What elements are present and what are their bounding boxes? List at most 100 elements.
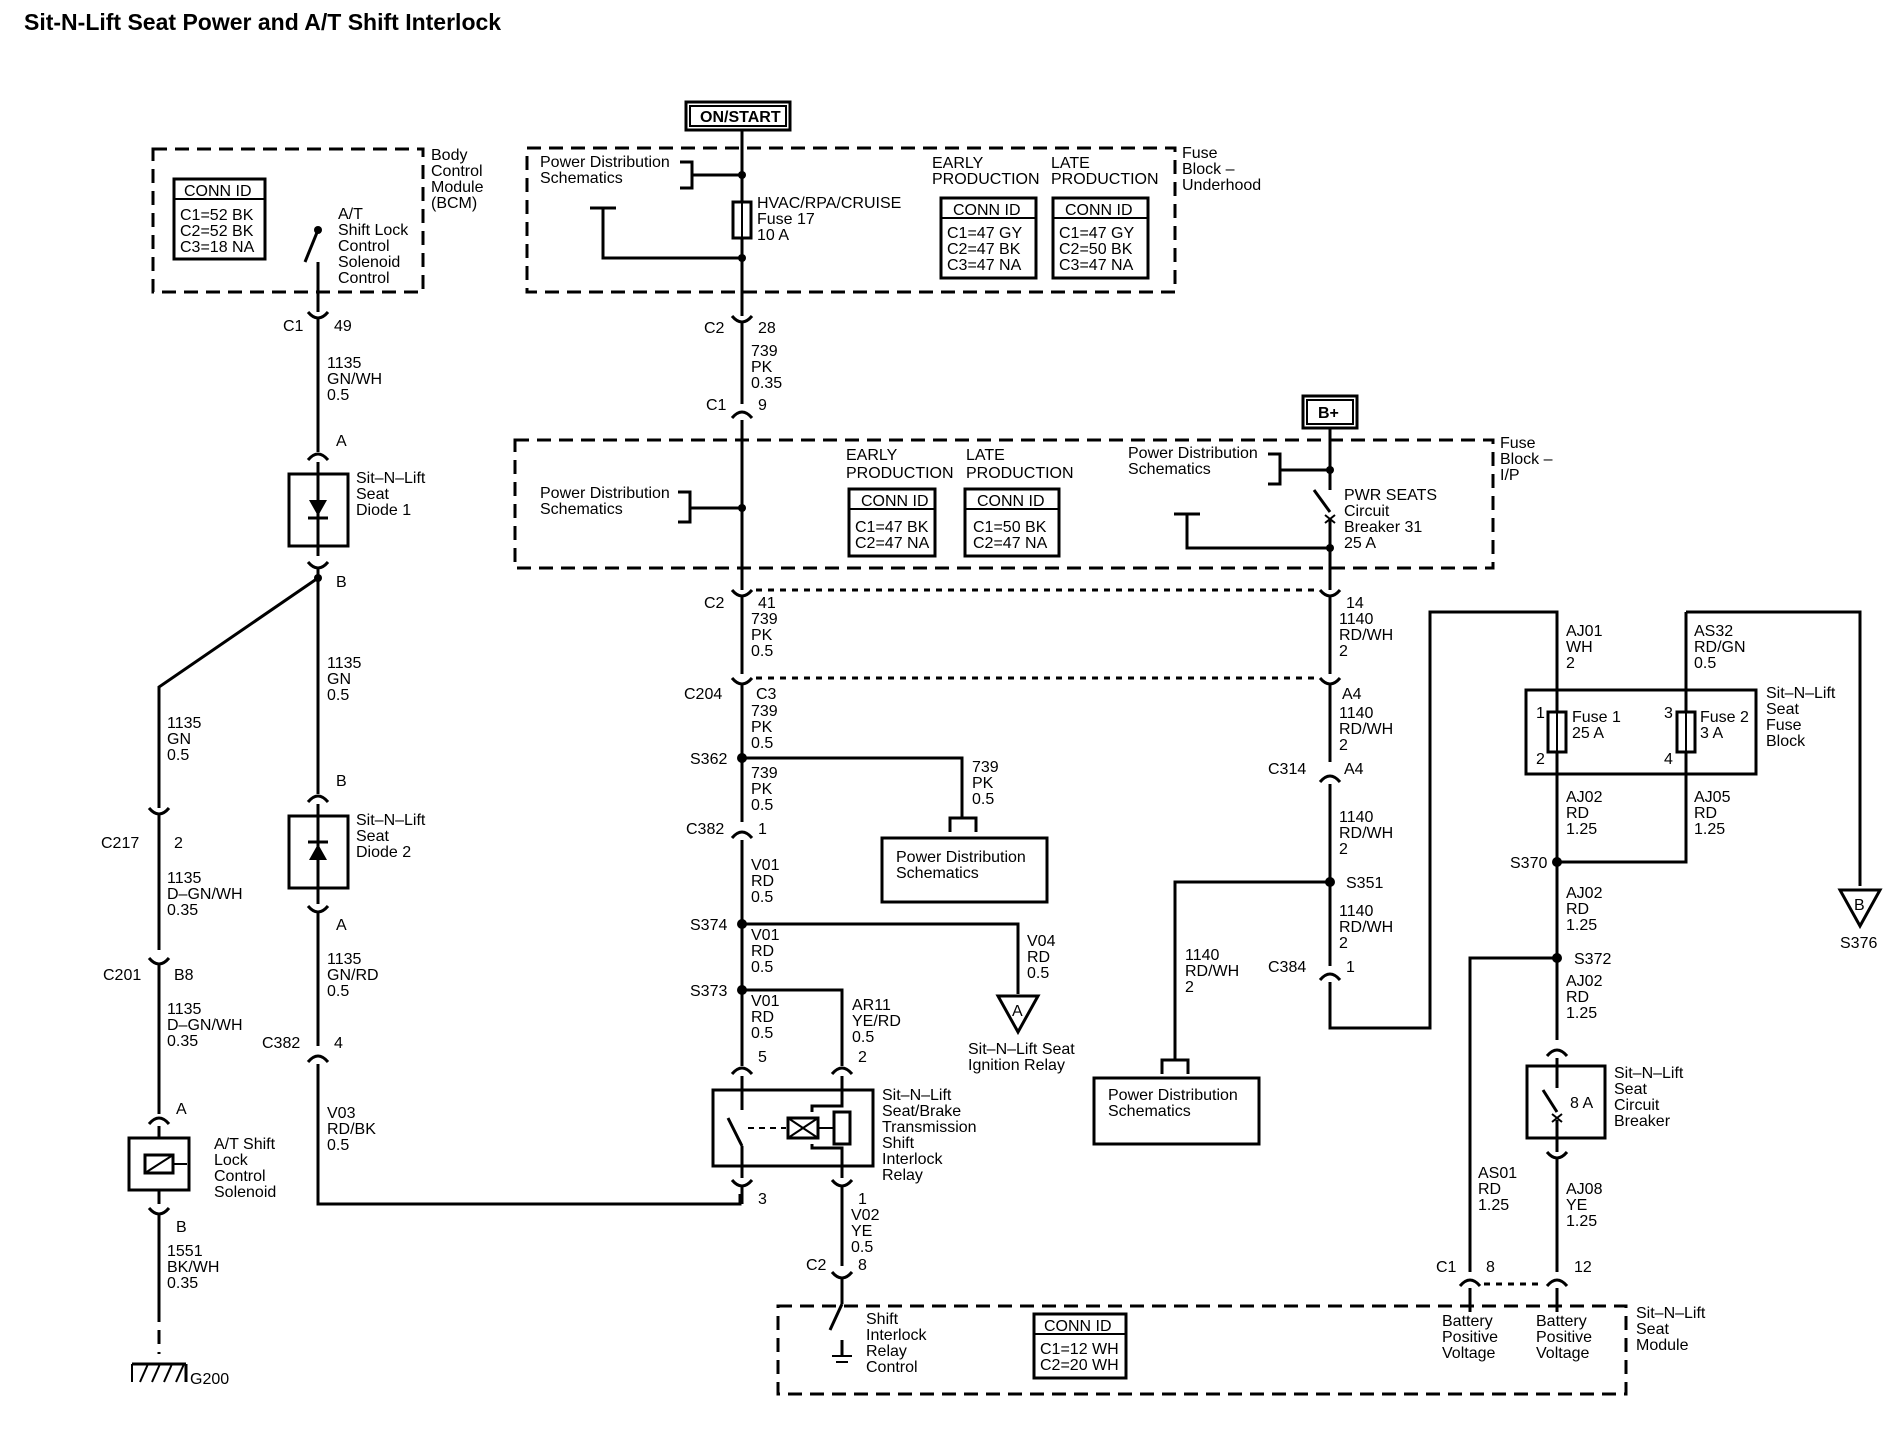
svg-text:C1=50 BK: C1=50 BK <box>973 519 1047 536</box>
svg-text:AJ01: AJ01 <box>1566 623 1603 640</box>
battery-positive-voltage-2: Battery Positive Voltage <box>1536 1313 1592 1362</box>
c204-label: C204 <box>684 686 722 703</box>
svg-text:Seat: Seat <box>1614 1081 1647 1098</box>
svg-text:PK: PK <box>751 627 773 644</box>
wire-aj01-label: AJ01 WH 2 <box>1566 623 1603 672</box>
svg-text:C2=50 BK: C2=50 BK <box>1059 241 1133 258</box>
bcm-outline <box>151 147 425 294</box>
svg-text:PK: PK <box>751 719 773 736</box>
svg-text:Shift: Shift <box>882 1135 915 1152</box>
svg-text:C3=47 NA: C3=47 NA <box>947 257 1022 274</box>
c2-underhood-label: C2 <box>704 320 725 337</box>
s372-label: S372 <box>1574 951 1611 968</box>
svg-text:RD/WH: RD/WH <box>1339 721 1393 738</box>
svg-text:RD/WH: RD/WH <box>1339 919 1393 936</box>
svg-text:AJ08: AJ08 <box>1566 1181 1603 1198</box>
c384-connector <box>1318 972 1342 982</box>
seat-cb-connector-in <box>1545 1048 1569 1058</box>
underhood-pds-label: Power Distribution Schematics <box>540 154 670 187</box>
svg-text:739: 739 <box>972 759 999 776</box>
ignition-relay-ref-letter: A <box>1012 1003 1023 1020</box>
s351-label: S351 <box>1346 875 1383 892</box>
svg-text:10 A: 10 A <box>757 227 789 244</box>
svg-text:1135: 1135 <box>167 715 202 732</box>
svg-text:Shift Lock: Shift Lock <box>338 222 409 239</box>
svg-text:1551: 1551 <box>167 1243 203 1260</box>
interlock-relay-label: Sit–N–Lift Seat/Brake Transmission Shift… <box>882 1087 977 1184</box>
svg-text:0.5: 0.5 <box>327 387 349 404</box>
svg-text:2: 2 <box>1566 655 1575 672</box>
svg-text:PRODUCTION: PRODUCTION <box>846 465 954 482</box>
fuse-block-underhood-name: Fuse Block – Underhood <box>1182 145 1261 194</box>
ip-pds-left-bracket <box>678 490 742 524</box>
seat-fuse-1-label: Fuse 1 25 A <box>1572 709 1621 742</box>
svg-text:Solenoid: Solenoid <box>214 1184 276 1201</box>
wire-aj05-label: AJ05 RD 1.25 <box>1694 789 1731 838</box>
ip-pds-right-tap <box>1174 512 1330 550</box>
c314-label: C314 <box>1268 761 1306 778</box>
ignition-relay-ref-triangle <box>995 994 1041 1036</box>
svg-text:1140: 1140 <box>1339 611 1374 628</box>
svg-text:25 A: 25 A <box>1572 725 1604 742</box>
relay-connector-3 <box>730 1178 754 1188</box>
c2-underhood-pin: 28 <box>758 320 776 337</box>
bcm-switch-symbol <box>303 226 322 312</box>
svg-text:PRODUCTION: PRODUCTION <box>1051 171 1159 188</box>
svg-text:V03: V03 <box>327 1105 356 1122</box>
svg-text:1.25: 1.25 <box>1566 1005 1597 1022</box>
fuse-block-ip-outline <box>513 438 1495 570</box>
c2-underhood-connector <box>730 314 754 324</box>
svg-text:3 A: 3 A <box>1700 725 1723 742</box>
svg-text:Lock: Lock <box>214 1152 249 1169</box>
wire-1135-dgnwh-a-label: 1135 D–GN/WH 0.35 <box>167 870 243 919</box>
diode2-connector-a <box>306 904 330 914</box>
svg-text:Positive: Positive <box>1536 1329 1592 1346</box>
seat-diode-1 <box>287 462 350 556</box>
svg-text:EARLY: EARLY <box>846 447 898 464</box>
c204-pin: C3 <box>756 686 777 703</box>
svg-text:V04: V04 <box>1027 933 1056 950</box>
svg-text:25 A: 25 A <box>1344 535 1376 552</box>
seat-cb-rating: 8 A <box>1570 1095 1593 1112</box>
seat-fuse-block-name: Sit–N–Lift Seat Fuse Block <box>1766 685 1836 750</box>
svg-text:C2=20 WH: C2=20 WH <box>1040 1357 1119 1374</box>
svg-text:Control: Control <box>214 1168 266 1185</box>
svg-text:Sit–N–Lift: Sit–N–Lift <box>1766 685 1836 702</box>
underhood-pds-tap <box>590 206 742 260</box>
c2-ip-pin-right: 14 <box>1346 595 1364 612</box>
c382-center-connector <box>730 830 754 840</box>
c382-left-label: C382 <box>262 1035 300 1052</box>
wire-aj01-route <box>1328 610 1559 1030</box>
wire-739-c-label: 739 PK 0.5 <box>751 703 778 752</box>
svg-text:C2=47 NA: C2=47 NA <box>855 535 930 552</box>
s374-label: S374 <box>690 917 727 934</box>
c217-label: C217 <box>101 835 139 852</box>
relay-connector-2 <box>830 1066 854 1076</box>
svg-text:RD: RD <box>1566 805 1589 822</box>
svg-text:CONN ID: CONN ID <box>1044 1318 1112 1335</box>
wire-aj02-a-label: AJ02 RD 1.25 <box>1566 789 1603 838</box>
svg-text:Power Distribution: Power Distribution <box>540 154 670 171</box>
c382-left-connector <box>306 1054 330 1064</box>
solenoid-label: A/T Shift Lock Control Solenoid <box>214 1136 276 1201</box>
c2-module-connector <box>830 1270 854 1280</box>
c204-connector-right <box>1318 676 1342 686</box>
fuse-block-ip-name: Fuse Block – I/P <box>1500 435 1553 484</box>
svg-text:0.35: 0.35 <box>167 1275 198 1292</box>
s376-ref-letter: B <box>1854 897 1865 914</box>
seat-module-conn-id-table: CONN ID C1=12 WH C2=20 WH <box>1032 1312 1128 1380</box>
svg-text:Relay: Relay <box>866 1343 907 1360</box>
svg-text:Voltage: Voltage <box>1442 1345 1495 1362</box>
svg-text:GN: GN <box>167 731 191 748</box>
c204-connector <box>730 676 754 686</box>
svg-text:C2=47 BK: C2=47 BK <box>947 241 1021 258</box>
svg-text:739: 739 <box>751 343 778 360</box>
wire-v01-a-label: V01 RD 0.5 <box>751 857 780 906</box>
svg-text:1140: 1140 <box>1339 705 1374 722</box>
diode1-pin-b: B <box>336 574 347 591</box>
solenoid-pin-b: B <box>176 1219 187 1236</box>
svg-text:0.5: 0.5 <box>751 1025 773 1042</box>
svg-text:Solenoid: Solenoid <box>338 254 400 271</box>
svg-text:V02: V02 <box>851 1207 880 1224</box>
seat-fuse-2-label: Fuse 2 3 A <box>1700 709 1749 742</box>
